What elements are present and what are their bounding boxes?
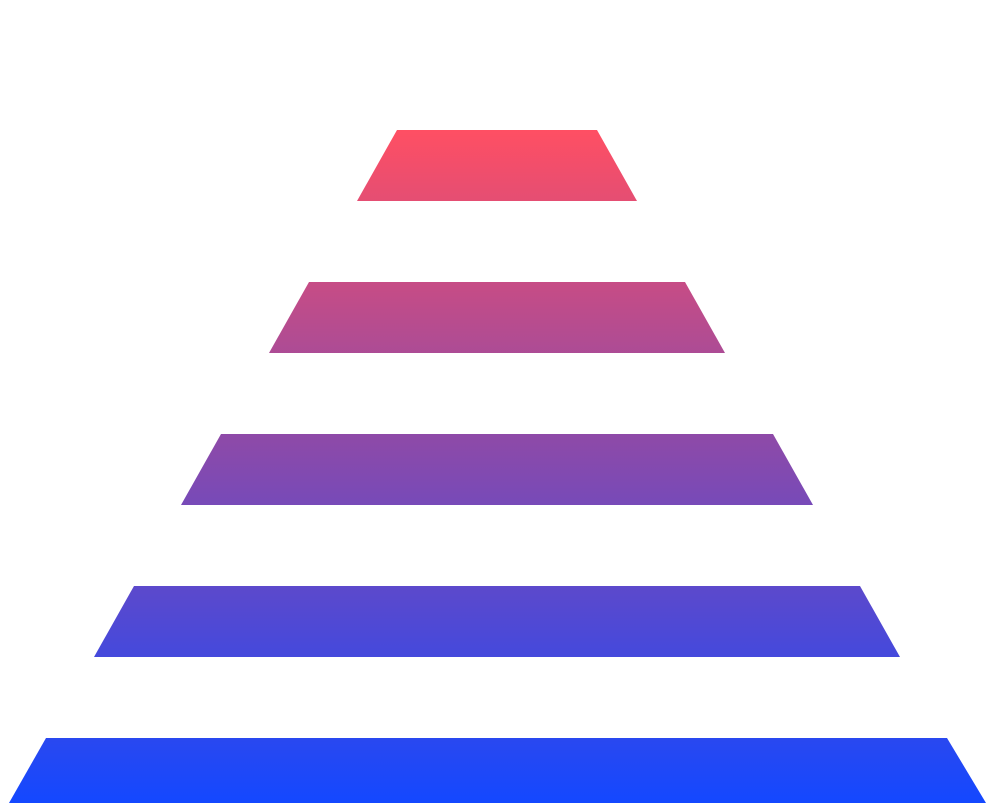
pyramid-tier-4 xyxy=(94,586,900,657)
pyramid-tier-5 xyxy=(9,738,986,803)
pyramid-tier-2 xyxy=(269,282,725,353)
pyramid-tier-1 xyxy=(357,130,637,201)
pyramid-tier-3 xyxy=(181,434,813,505)
